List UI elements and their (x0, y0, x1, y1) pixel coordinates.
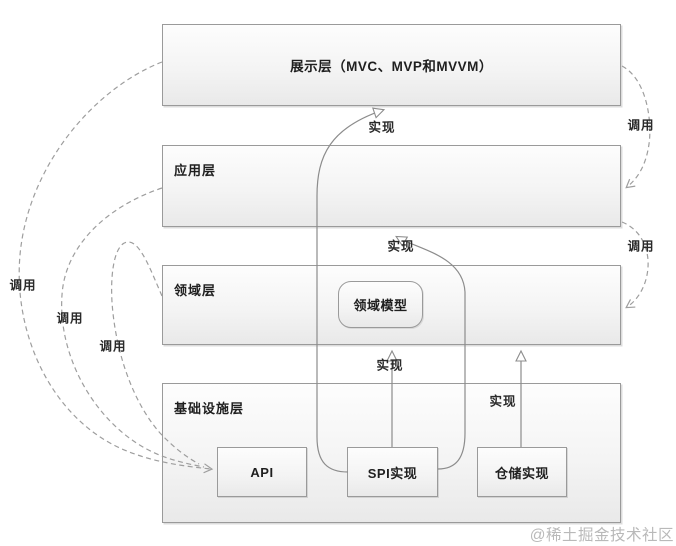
edge-label-realize: 实现 (376, 358, 404, 373)
edge-label-call: 调用 (99, 339, 127, 354)
node-spi-impl-label: SPI实现 (367, 465, 418, 481)
edge-label-call: 调用 (627, 118, 655, 133)
layer-application: 应用层 (162, 145, 621, 227)
edge-label-call: 调用 (9, 278, 37, 293)
node-domain-model: 领域模型 (338, 281, 423, 328)
edge-label-realize: 实现 (387, 239, 415, 254)
layer-domain-label: 领域层 (174, 283, 217, 298)
node-domain-model-label: 领域模型 (353, 298, 408, 313)
layer-application-label: 应用层 (174, 163, 217, 178)
watermark: @稀土掘金技术社区 (529, 527, 674, 544)
edge-label-call: 调用 (627, 239, 655, 254)
layer-presentation: 展示层（MVC、MVP和MVVM） (162, 24, 621, 106)
edge-label-realize: 实现 (489, 394, 517, 409)
edge-label-call: 调用 (56, 311, 84, 326)
node-api: API (217, 447, 307, 497)
node-repo-impl: 仓储实现 (477, 447, 567, 497)
node-api-label: API (250, 464, 274, 480)
layer-presentation-label: 展示层（MVC、MVP和MVVM） (290, 59, 493, 74)
node-spi-impl: SPI实现 (347, 447, 438, 497)
edge-label-realize: 实现 (368, 120, 396, 135)
layer-infrastructure-label: 基础设施层 (174, 401, 245, 416)
node-repo-impl-label: 仓储实现 (494, 465, 549, 481)
